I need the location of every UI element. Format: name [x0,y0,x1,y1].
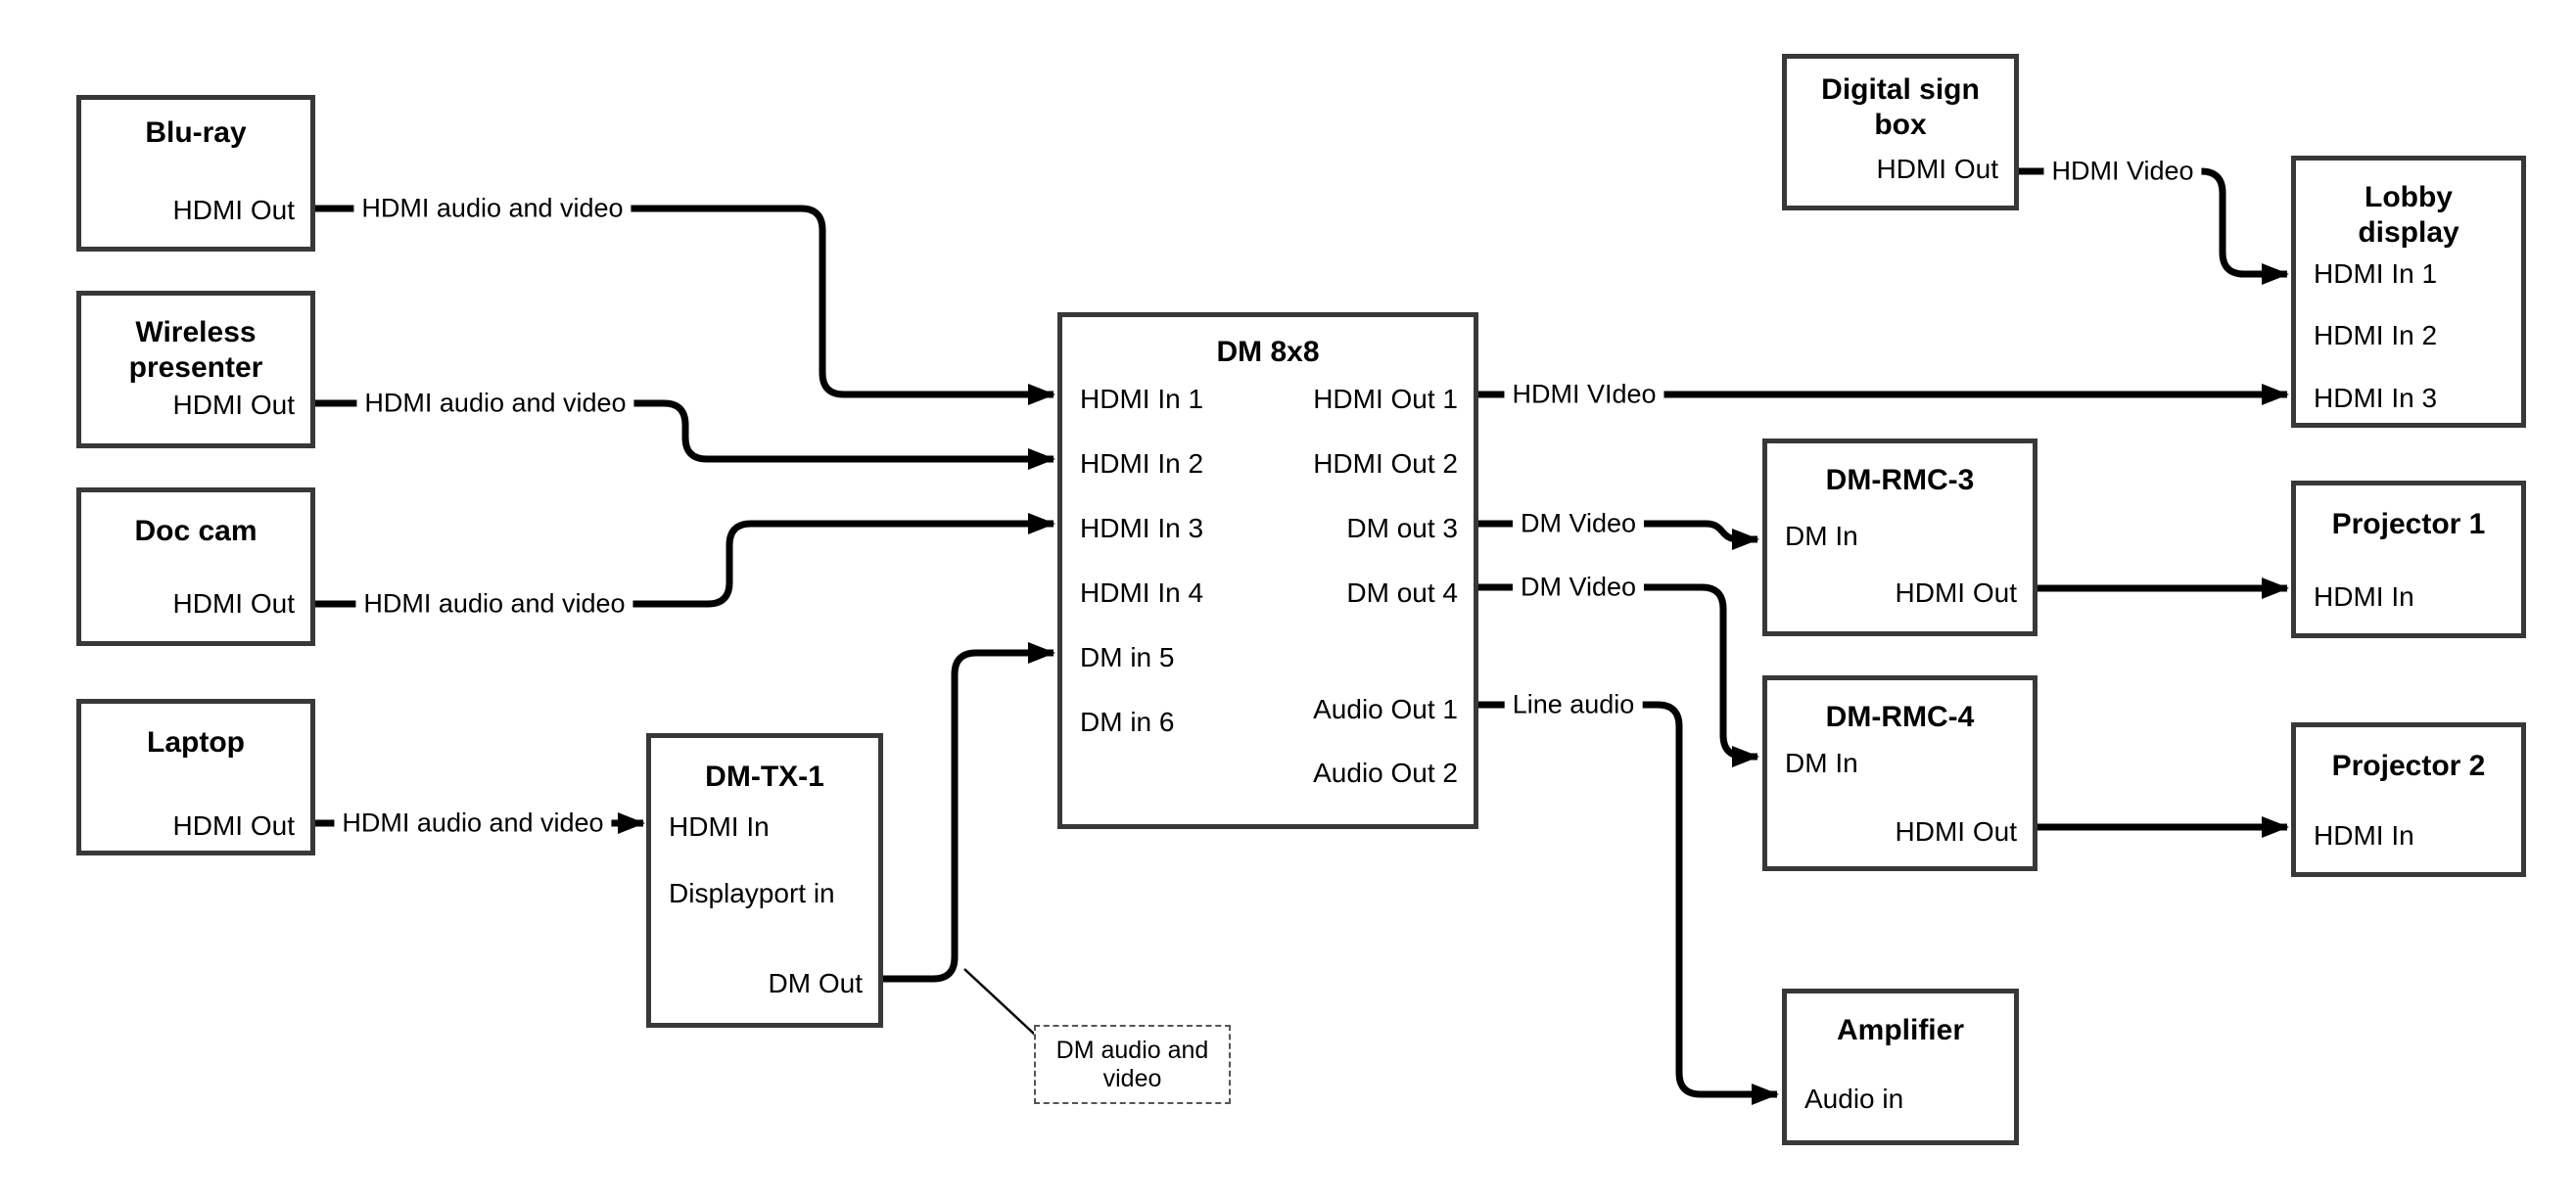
port-dm8x8-dm-out-4: DM out 4 [1346,577,1458,608]
port-dm8x8-dm-in-6: DM in 6 [1080,707,1175,737]
node-lobby-display: Lobby display HDMI In 1 HDMI In 2 HDMI I… [2291,156,2526,428]
node-laptop: Laptop HDMI Out [76,699,315,855]
port-lobby-hdmi-in-3: HDMI In 3 [2314,383,2438,413]
edge-dm8x8-out3-to-rmc3-dmin [1478,520,1759,550]
port-dm8x8-dm-out-3: DM out 3 [1346,513,1458,543]
port-dmtx1-dm-out: DM Out [768,968,863,998]
node-projector-2: Projector 2 HDMI In [2291,722,2526,877]
port-laptop-hdmi-out: HDMI Out [172,810,295,841]
edge-dm8x8-out4-to-rmc4-dmin [1478,583,1759,767]
node-lobby-title: Lobby display [2358,181,2459,249]
port-dmrmc4-dm-in: DM In [1785,748,1858,778]
edge-label-doccam: HDMI audio and video [355,588,633,620]
node-digital-sign-box: Digital sign box HDMI Out [1782,54,2019,210]
node-bluray-title: Blu-ray [145,116,247,149]
callout-dm-audio-video: DM audio and video [1034,1025,1231,1104]
node-amplifier-title: Amplifier [1836,1014,1965,1046]
port-doccam-hdmi-out: HDMI Out [172,588,295,619]
port-amplifier-audio-in: Audio in [1804,1084,1904,1114]
port-dm8x8-hdmi-in-4: HDMI In 4 [1080,577,1204,608]
node-dmrmc3-title: DM-RMC-3 [1825,464,1975,496]
port-dm8x8-hdmi-in-2: HDMI In 2 [1080,448,1204,479]
port-digitalsign-hdmi-out: HDMI Out [1876,154,1998,184]
port-dmtx1-displayport-in: Displayport in [669,878,835,908]
port-dm8x8-hdmi-out-2: HDMI Out 2 [1313,448,1458,479]
node-projector-1: Projector 1 HDMI In [2291,481,2526,638]
node-wireless-presenter: Wireless presenter HDMI Out [76,291,315,448]
node-laptop-title: Laptop [147,726,245,759]
port-dm8x8-hdmi-in-1: HDMI In 1 [1080,384,1204,414]
node-dm-tx-1: DM-TX-1 HDMI In Displayport in DM Out [646,733,883,1028]
node-doccam-title: Doc cam [134,515,258,547]
callout-leader-line [963,968,1036,1036]
node-dm-8x8: DM 8x8 HDMI In 1 HDMI In 2 HDMI In 3 HDM… [1057,312,1478,829]
port-lobby-hdmi-in-2: HDMI In 2 [2314,320,2438,350]
port-wireless-hdmi-out: HDMI Out [172,390,295,420]
edge-digitalsign-to-lobby-in1 [2019,167,2289,285]
port-dm8x8-hdmi-out-1: HDMI Out 1 [1313,384,1458,414]
port-dmrmc3-hdmi-out: HDMI Out [1895,577,2017,608]
node-dm-rmc-4: DM-RMC-4 DM In HDMI Out [1762,675,2037,871]
port-dmtx1-hdmi-in: HDMI In [669,811,770,842]
edge-label-bluray: HDMI audio and video [353,193,632,224]
node-doc-cam: Doc cam HDMI Out [76,487,315,646]
port-dm8x8-audio-out-2: Audio Out 2 [1313,758,1458,788]
node-digitalsign-title: Digital sign box [1821,73,1980,141]
node-dmrmc4-title: DM-RMC-4 [1825,701,1975,733]
node-dmtx1-title: DM-TX-1 [705,761,824,793]
edge-label-hdmi-video-out1: HDMI VIdeo [1504,379,1664,410]
edge-label-wireless: HDMI audio and video [356,388,634,419]
edge-wireless-to-dm8x8-in2 [315,399,1055,470]
edge-dmtx1-dmout-to-dm8x8-in5 [883,642,1055,983]
port-dm8x8-hdmi-in-3: HDMI In 3 [1080,513,1204,543]
node-dm8x8-title: DM 8x8 [1216,336,1320,368]
node-wireless-title: Wireless presenter [128,316,263,384]
edge-label-dm-video-4: DM Video [1512,572,1645,603]
port-lobby-hdmi-in-1: HDMI In 1 [2314,258,2438,289]
port-dmrmc3-dm-in: DM In [1785,521,1858,551]
node-proj2-title: Projector 2 [2331,750,2486,782]
edge-label-laptop: HDMI audio and video [334,808,612,839]
edge-dm8x8-audioout1-to-amplifier [1478,701,1779,1105]
edge-label-sign-video: HDMI Video [2043,156,2202,187]
node-dm-rmc-3: DM-RMC-3 DM In HDMI Out [1762,439,2037,636]
node-proj1-title: Projector 1 [2331,508,2486,540]
port-dm8x8-dm-in-5: DM in 5 [1080,642,1175,672]
edge-bluray-to-dm8x8-in1 [315,205,1055,405]
edge-label-dm-video-3: DM Video [1512,508,1645,539]
port-bluray-hdmi-out: HDMI Out [172,195,295,225]
node-amplifier: Amplifier Audio in [1782,989,2019,1145]
port-dmrmc4-hdmi-out: HDMI Out [1895,816,2017,847]
edge-label-line-audio: Line audio [1504,689,1643,720]
edge-doccam-to-dm8x8-in3 [315,513,1055,608]
port-proj1-hdmi-in: HDMI In [2314,581,2414,612]
node-bluray: Blu-ray HDMI Out [76,95,315,252]
port-dm8x8-audio-out-1: Audio Out 1 [1313,694,1458,724]
port-proj2-hdmi-in: HDMI In [2314,820,2414,851]
